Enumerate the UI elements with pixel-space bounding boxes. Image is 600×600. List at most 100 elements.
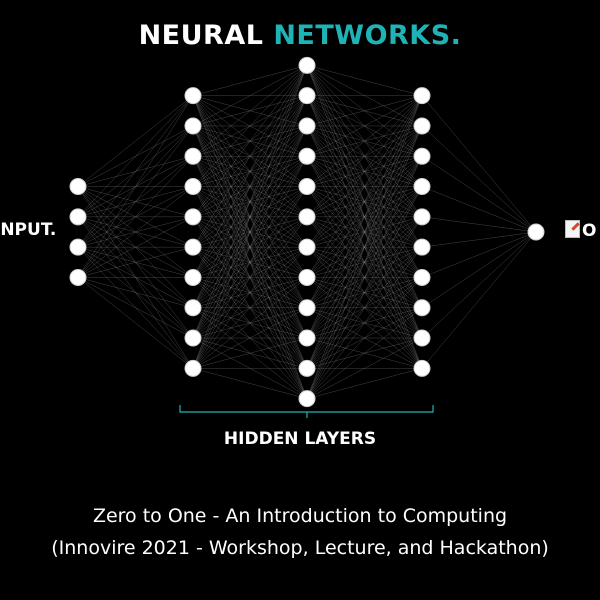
connection-0-3-5 <box>77 246 194 278</box>
title-word-networks: NETWORKS. <box>273 20 462 51</box>
connection-1-9-11 <box>192 368 308 399</box>
neuron-layer3-9 <box>413 359 431 377</box>
neuron-layer2-10 <box>298 359 316 377</box>
caption-line-1: Zero to One - An Introduction to Computi… <box>92 505 508 527</box>
connection-1-6-0 <box>192 65 308 278</box>
neuron-layer1-6 <box>184 268 202 286</box>
neuron-layer3-8 <box>413 329 431 347</box>
neuron-layer1-3 <box>184 178 202 196</box>
neuron-layer0-1 <box>69 208 87 226</box>
connection-2-2-0 <box>306 95 423 127</box>
neuron-layer3-4 <box>413 208 431 226</box>
connection-1-2-0 <box>192 65 308 157</box>
title-word-neural: NEURAL <box>138 20 264 51</box>
connection-2-11-6 <box>306 277 423 399</box>
connection-2-7-0 <box>306 95 423 278</box>
hidden-layers-bracket <box>179 405 434 418</box>
neuron-layer3-3 <box>413 178 431 196</box>
connection-3-4-0 <box>421 216 537 233</box>
connection-2-11-2 <box>306 156 423 399</box>
neuron-layer1-8 <box>184 329 202 347</box>
connection-3-3-0 <box>421 186 537 233</box>
neuron-layer2-0 <box>298 56 316 74</box>
neuron-layer2-7 <box>298 268 316 286</box>
connection-0-0-0 <box>77 95 194 187</box>
neuron-layer2-4 <box>298 178 316 196</box>
connection-0-3-4 <box>77 216 194 278</box>
connection-2-5-0 <box>306 95 423 218</box>
neuron-layer1-1 <box>184 117 202 135</box>
connection-1-8-0 <box>192 65 308 339</box>
connection-3-7-0 <box>421 231 537 308</box>
neuron-layer2-6 <box>298 238 316 256</box>
connection-0-3-8 <box>77 277 194 339</box>
connection-1-9-9 <box>192 337 308 369</box>
connection-2-11-0 <box>306 95 423 399</box>
connection-3-0-0 <box>421 95 537 233</box>
neuron-layer0-3 <box>69 268 87 286</box>
connection-1-7-0 <box>192 65 308 308</box>
connections <box>77 65 537 399</box>
neuron-layer1-2 <box>184 147 202 165</box>
neuron-layer3-6 <box>413 268 431 286</box>
neuron-layer0-0 <box>69 178 87 196</box>
neuron-layer3-7 <box>413 299 431 317</box>
neuron-layer1-9 <box>184 359 202 377</box>
connection-3-1-0 <box>421 125 537 233</box>
neuron-layer2-5 <box>298 208 316 226</box>
neuron-layer3-5 <box>413 238 431 256</box>
connection-1-4-0 <box>192 65 308 217</box>
connection-0-3-3 <box>77 186 194 278</box>
neuron-layer3-1 <box>413 117 431 135</box>
connection-0-3-2 <box>77 156 194 278</box>
connection-0-1-0 <box>77 95 194 218</box>
connection-1-9-1 <box>192 95 308 369</box>
connection-2-11-7 <box>306 307 423 399</box>
connection-1-1-0 <box>192 65 308 127</box>
neuron-layer1-0 <box>184 87 202 105</box>
neuron-layer2-3 <box>298 147 316 165</box>
connection-3-6-0 <box>421 231 537 278</box>
caption-line-2: (Innovire 2021 - Workshop, Lecture, and … <box>51 537 549 559</box>
connection-1-9-7 <box>192 277 308 369</box>
connection-1-9-6 <box>192 246 308 369</box>
connection-2-9-0 <box>306 95 423 339</box>
neurons <box>69 56 545 408</box>
connection-3-5-0 <box>421 231 537 248</box>
neuron-layer2-9 <box>298 329 316 347</box>
neuron-layer3-2 <box>413 147 431 165</box>
connection-1-9-0 <box>192 65 308 369</box>
neuron-layer2-1 <box>298 87 316 105</box>
connection-1-9-8 <box>192 307 308 369</box>
connection-1-3-0 <box>192 65 308 187</box>
connection-1-5-0 <box>192 65 308 248</box>
connection-1-0-0 <box>192 65 308 96</box>
connection-0-3-9 <box>77 277 194 369</box>
connection-2-11-4 <box>306 216 423 399</box>
connection-0-3-1 <box>77 125 194 278</box>
connection-3-8-0 <box>421 231 537 339</box>
connection-2-8-0 <box>306 95 423 308</box>
output-label: O <box>565 220 596 241</box>
neuron-layer2-8 <box>298 299 316 317</box>
output-label-text: O <box>582 221 597 241</box>
connection-1-9-3 <box>192 156 308 369</box>
connection-2-10-0 <box>306 95 423 369</box>
connection-2-11-5 <box>306 247 423 399</box>
connection-2-4-0 <box>306 95 423 187</box>
connection-2-6-0 <box>306 95 423 248</box>
connection-0-3-7 <box>77 277 194 308</box>
neuron-layer1-4 <box>184 208 202 226</box>
neuron-layer1-7 <box>184 299 202 317</box>
hidden-layers-label: HIDDEN LAYERS <box>223 429 377 449</box>
connection-2-11-8 <box>306 337 423 399</box>
connection-1-9-2 <box>192 125 308 369</box>
connection-2-11-1 <box>306 125 423 399</box>
connection-1-9-4 <box>192 186 308 369</box>
connection-2-11-9 <box>306 368 423 399</box>
neuron-layer0-2 <box>69 238 87 256</box>
neuron-layer3-0 <box>413 87 431 105</box>
input-label: INPUT. <box>0 220 57 240</box>
connection-2-3-0 <box>306 95 423 157</box>
neuron-layer1-5 <box>184 238 202 256</box>
